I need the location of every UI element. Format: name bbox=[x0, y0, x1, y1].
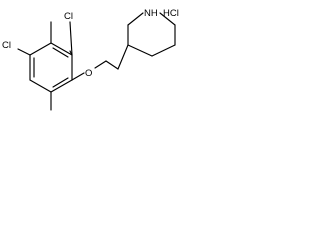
ether-bond-ring bbox=[71, 72, 85, 81]
ring-bond-6 bbox=[29, 42, 52, 56]
hydrochloride-label: HCl bbox=[163, 8, 179, 19]
chloro-top-bond-ext bbox=[69, 21, 73, 56]
chloro-left-bond bbox=[17, 48, 31, 56]
ethyl-bond-2 bbox=[117, 44, 129, 70]
ring-bond-1 bbox=[50, 42, 73, 56]
piperidine-ring bbox=[127, 12, 176, 57]
amine-label: NH bbox=[144, 8, 158, 19]
pip-bond-2 bbox=[127, 12, 144, 26]
ring-bond-4 bbox=[29, 79, 52, 93]
chloro-left-label: Cl bbox=[2, 40, 11, 51]
ring-bond-3 bbox=[50, 79, 73, 93]
ethyl-bond-1 bbox=[105, 60, 119, 70]
ring-double-bond-1 bbox=[52, 47, 69, 58]
pip-bond-3 bbox=[159, 12, 176, 26]
pip-bond-5 bbox=[151, 44, 176, 57]
benzene-ring bbox=[29, 42, 73, 93]
ether-bond-chain bbox=[94, 60, 107, 69]
ether-oxygen-label: O bbox=[85, 68, 92, 79]
chloro-top-label: Cl bbox=[64, 11, 73, 22]
ring-double-bond-2 bbox=[52, 77, 69, 88]
pip-bond-6 bbox=[127, 44, 153, 57]
chemical-structure-diagram: Cl Cl O NH HCl bbox=[2, 8, 179, 111]
